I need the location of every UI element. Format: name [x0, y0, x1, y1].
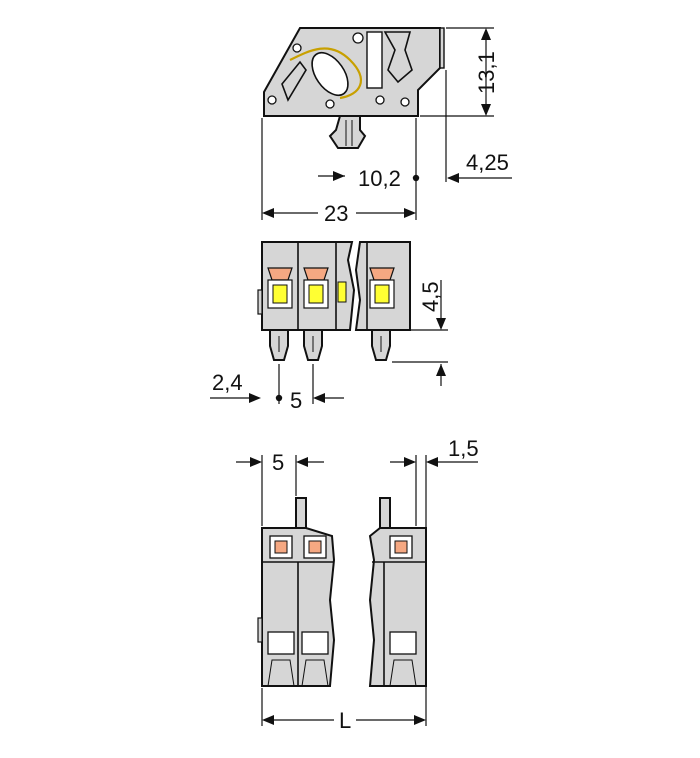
side-wire-path	[289, 47, 362, 100]
dim-side-offset: 4,25	[466, 150, 509, 175]
front-contact-2	[303, 267, 329, 309]
bottom-entry-2	[301, 631, 329, 687]
side-housing	[263, 27, 441, 117]
bottom-release-2	[303, 535, 327, 559]
dim-side-width: 23	[324, 201, 348, 226]
bottom-entry-1	[267, 631, 295, 687]
side-shoulder	[439, 27, 445, 69]
dim-front-height: 4,5	[418, 281, 443, 312]
dim-side-height: 13,1	[474, 51, 499, 94]
side-datum-dot	[412, 174, 420, 182]
front-view: 4,5 2,4 5	[210, 241, 448, 413]
front-pin-3	[371, 329, 391, 361]
side-hole-5	[375, 95, 385, 105]
side-view: 13,1 10,2 4,25 23	[261, 27, 512, 226]
bottom-latch-right	[379, 497, 391, 529]
side-slot	[366, 31, 383, 89]
side-hole-3	[267, 95, 277, 105]
side-wire-entry	[311, 51, 349, 97]
dim-front-offset: 2,4	[212, 370, 243, 395]
side-hole-1	[352, 32, 364, 44]
side-hole-6	[400, 97, 410, 107]
bottom-view: 5 1,5 L	[236, 436, 479, 733]
dim-bottom-edge: 1,5	[448, 436, 479, 461]
side-hole-2	[292, 43, 302, 53]
bottom-latch-left	[295, 497, 307, 529]
side-spring-clamp	[383, 31, 413, 84]
side-latch-pin	[328, 115, 367, 149]
bottom-entry-3	[389, 631, 417, 687]
front-pin-1	[269, 329, 289, 361]
front-pin-2	[303, 329, 323, 361]
bottom-release-1	[269, 535, 293, 559]
dim-front-pitch: 5	[290, 388, 302, 413]
front-contact-3	[369, 267, 395, 309]
dim-side-depth: 10,2	[358, 166, 401, 191]
bottom-release-3	[389, 535, 413, 559]
front-datum-dot	[275, 394, 283, 402]
dim-bottom-length: L	[339, 708, 351, 733]
dim-bottom-pitch: 5	[272, 450, 284, 475]
side-hole-4	[325, 99, 335, 109]
front-contact-1	[267, 267, 293, 309]
